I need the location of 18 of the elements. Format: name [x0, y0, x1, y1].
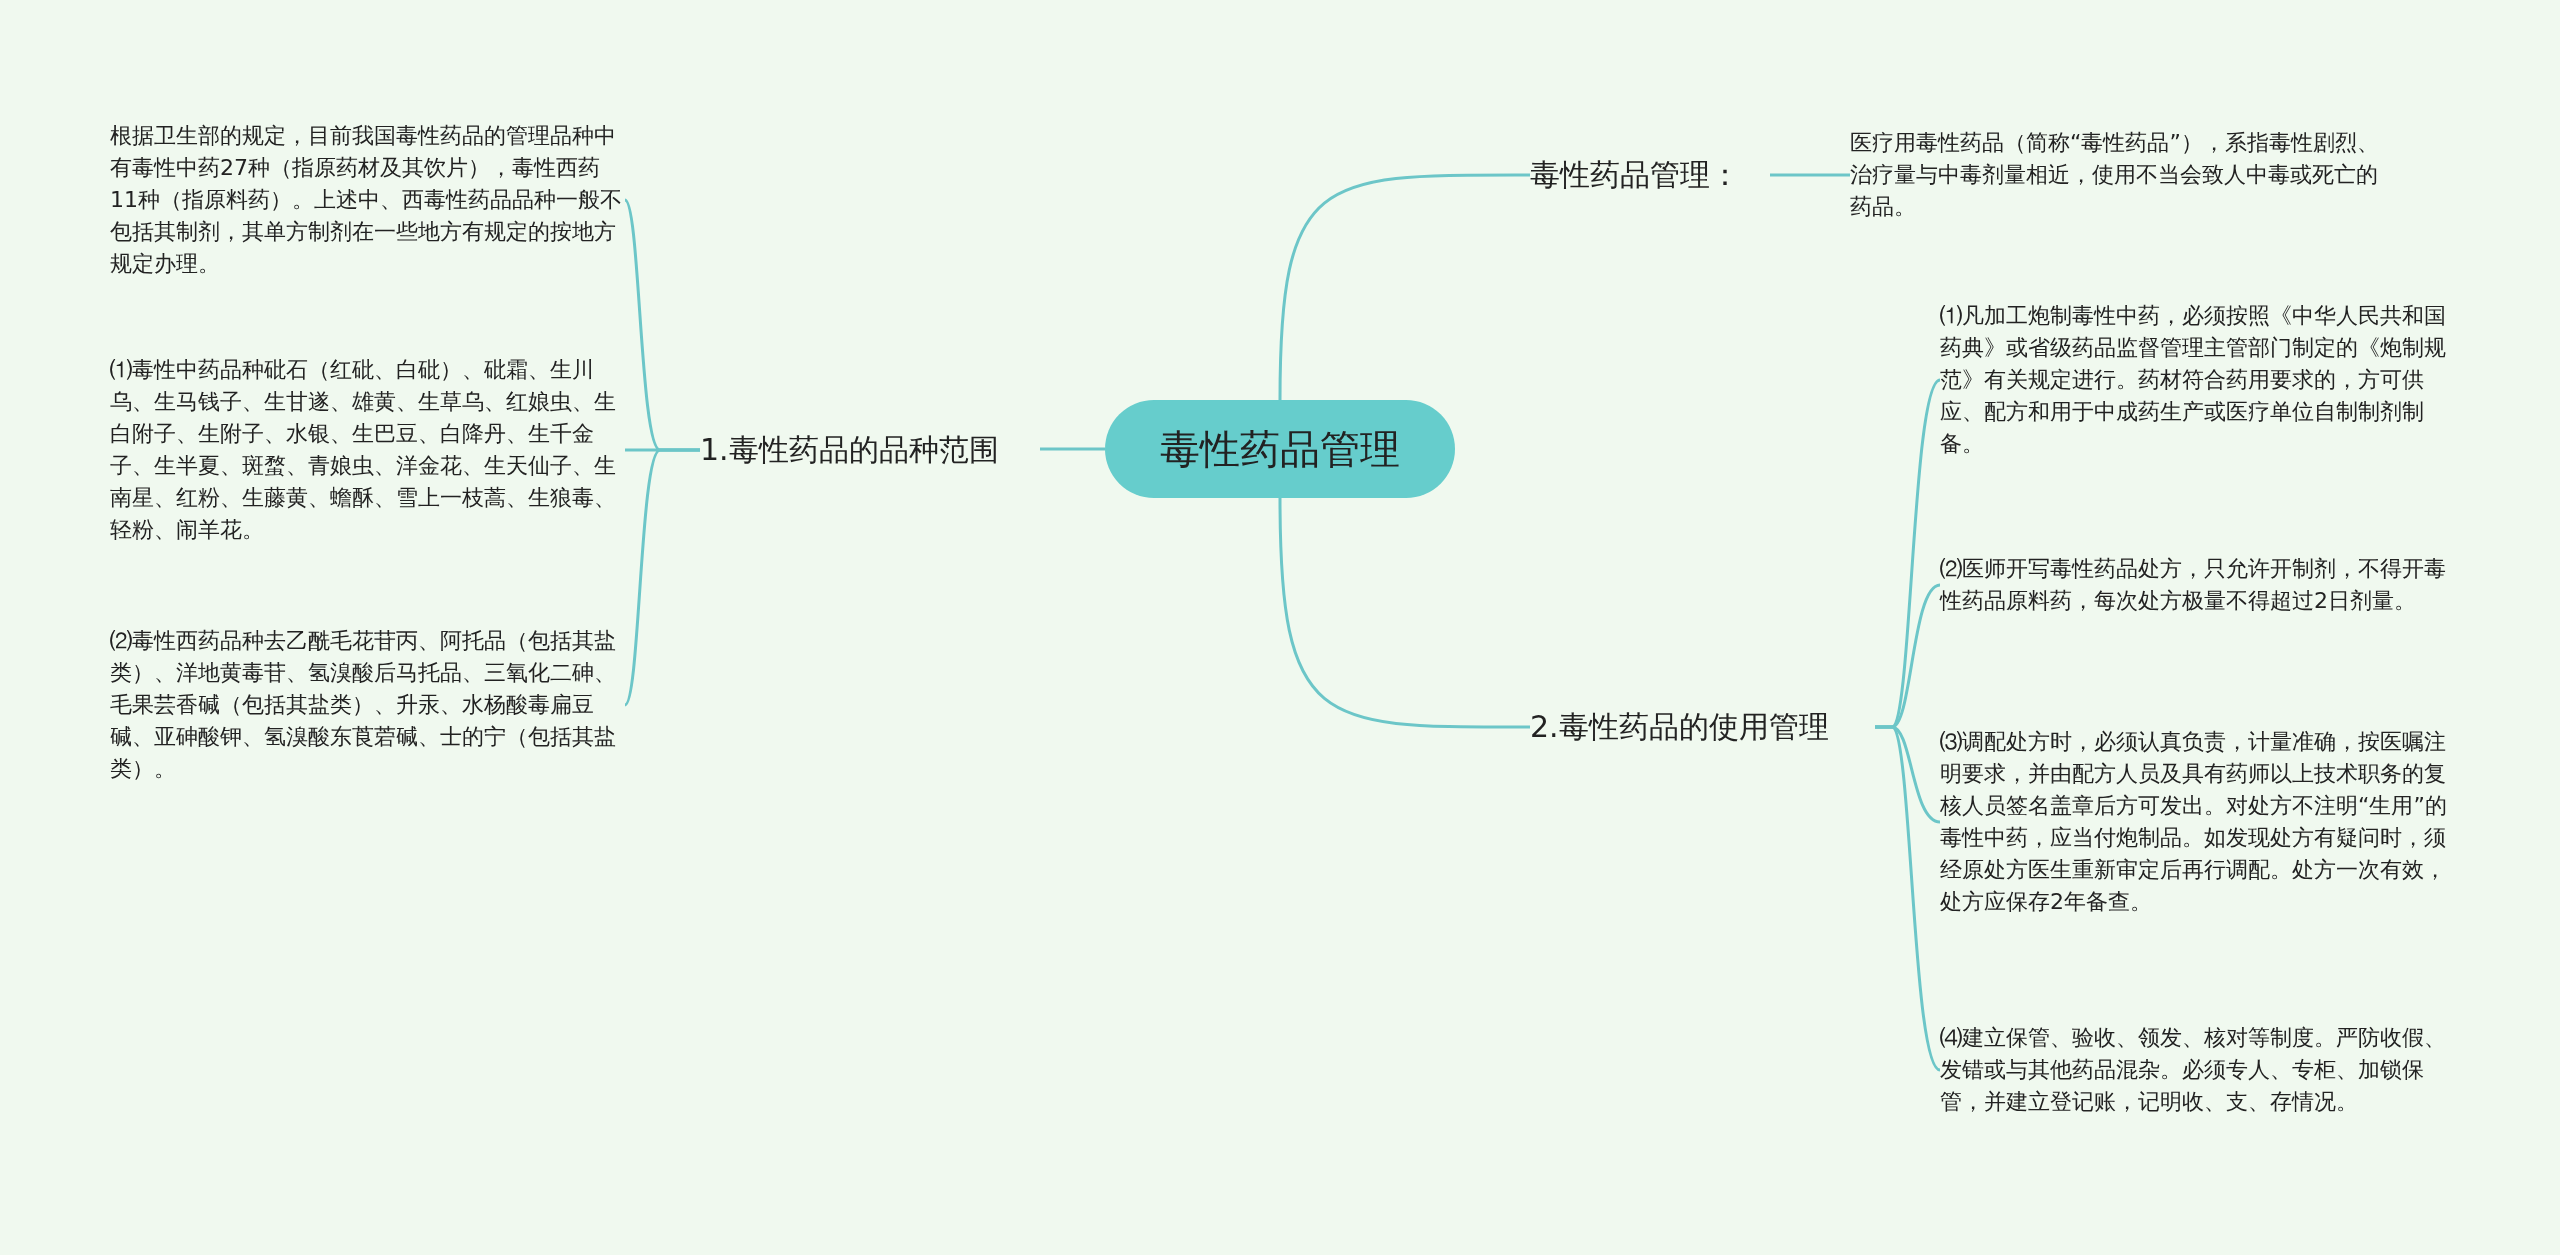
connector-line	[1278, 497, 1530, 729]
branch-topic: 毒性药品管理：	[1530, 156, 1741, 194]
note-text: ⑷建立保管、验收、领发、核对等制度。严防收假、发错或与其他药品混杂。必须专人、专柜、加锁保管，并建立登记账，记明收、支、存情况。	[1940, 1024, 2447, 1116]
note-text: ⑴凡加工炮制毒性中药，必须按照《中华人民共和国药典》或省级药品监督管理主管部门制定的《炮制规范》有关规定进行。药材符合药用要求的，方可供应、配方和用于中成药生产或医疗单位自制制剂制备。	[1940, 302, 2447, 458]
note-text: ⑵毒性西药品种去乙酰毛花苷丙、阿托品（包括其盐类）、洋地黄毒苷、氢溴酸后马托品、三氧化二砷、毛果芸香碱（包括其盐类）、升汞、水杨酸毒扁豆碱、亚砷酸钾、氢溴酸东莨菪碱、士的宁（包括其盐类）。	[110, 627, 617, 783]
connector-line	[623, 448, 700, 706]
note-text: ⑶调配处方时，必须认真负责，计量准确，按医嘱注明要求，并由配方人员及具有药师以上技术职务的复核人员签名盖章后方可发出。对处方不注明“生用”的毒性中药，应当付炮制品。如发现处方有疑问时，须经原处方医生重新审定后再行调配。处方一次有效，处方应保存2年备查。	[1940, 728, 2448, 916]
connector-line	[1040, 447, 1105, 451]
branch-topic: 2.毒性药品的使用管理	[1530, 708, 1830, 746]
branch-topic: 1.毒性药品的品种范围	[700, 431, 1000, 469]
topic-label: 毒性药品管理	[1160, 424, 1400, 474]
note-text: 医疗用毒性药品（简称“毒性药品”），系指毒性剧烈、治疗量与中毒剂量相近，使用不当会致人中毒或死亡的药品。	[1850, 129, 2380, 221]
connector-line	[1875, 725, 1942, 1072]
connector-line	[1278, 173, 1530, 401]
note-text: ⑵医师开写毒性药品处方，只允许开制剂，不得开毒性药品原料药，每次处方极量不得超过2日剂量。	[1940, 555, 2447, 615]
connector-line	[1770, 173, 1850, 177]
note-text: ⑴毒性中药品种砒石（红砒、白砒）、砒霜、生川乌、生马钱子、生甘遂、雄黄、生草乌、红娘虫、生白附子、生附子、水银、生巴豆、白降丹、生千金子、生半夏、斑蝥、青娘虫、洋金花、生天仙子、生南星、红粉、生藤黄、蟾酥、雪上一枝蒿、生狼毒、轻粉、闹羊花。	[110, 356, 617, 544]
note-text: 根据卫生部的规定，目前我国毒性药品的管理品种中有毒性中药27种（指原药材及其饮片），毒性西药11种（指原料药）。上述中、西毒性药品品种一般不包括其制剂，其单方制剂在一些地方有规定的按地方规定办理。	[110, 122, 623, 278]
